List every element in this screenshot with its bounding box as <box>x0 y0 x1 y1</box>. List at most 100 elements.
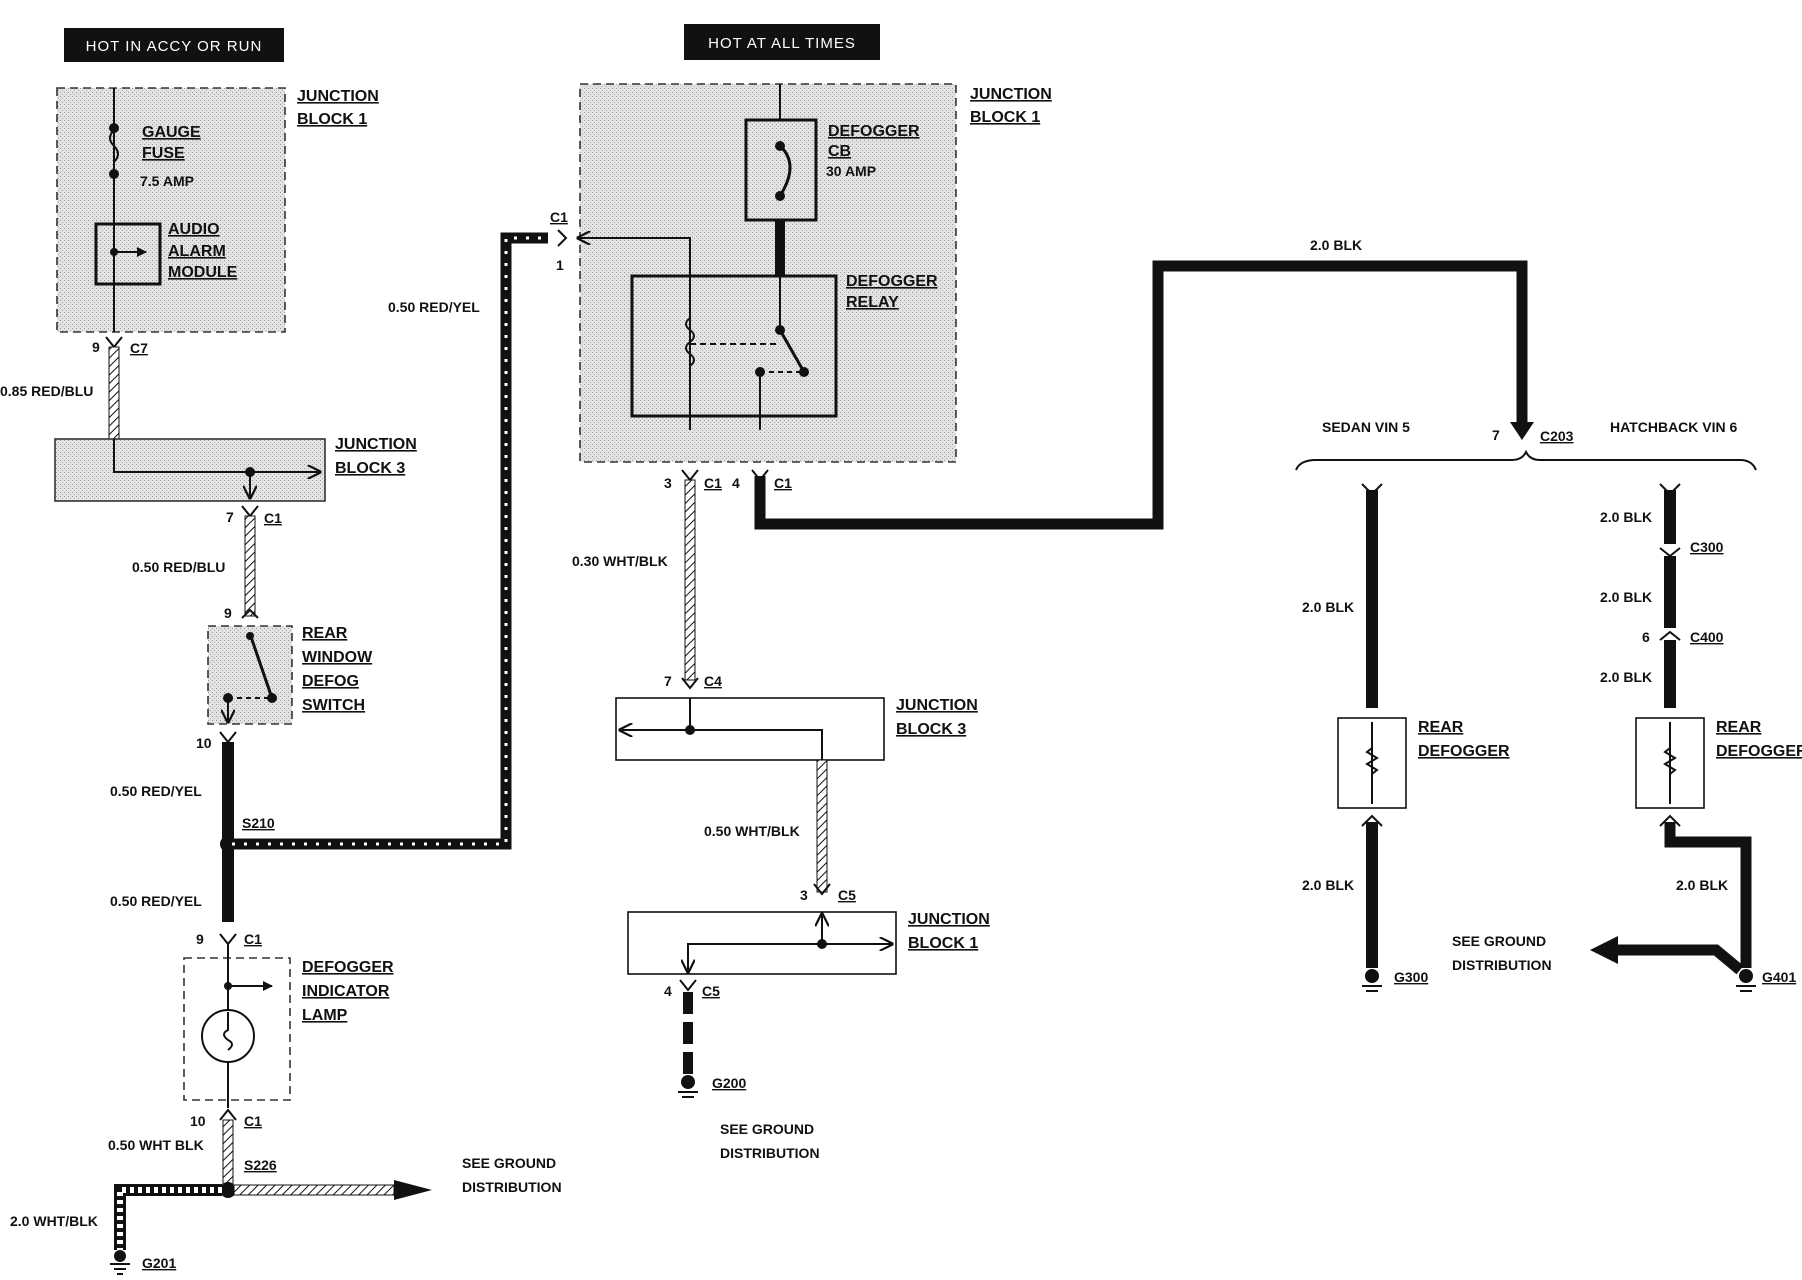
jb3-center-path <box>620 698 691 730</box>
wire-050-red-yel-long-stripe <box>232 236 548 846</box>
audio-alarm-label-3: MODULE <box>168 264 238 281</box>
rear-defogger-sedan-box <box>1337 717 1407 809</box>
connector-c1-pin3-label: C1 <box>704 475 722 491</box>
ground-g401-node <box>1739 969 1753 983</box>
connector-c5-bottom-label: C5 <box>702 983 720 999</box>
pin-9-switch: 9 <box>224 605 232 621</box>
ground-g300-node <box>1365 969 1379 983</box>
wire-050-red-yel-label-a: 0.50 RED/YEL <box>110 783 202 799</box>
connector-c4-symbol <box>681 677 699 690</box>
cb-bimetal <box>778 144 792 197</box>
jb3-center-out <box>690 729 823 760</box>
junction-block-3-left <box>54 438 326 502</box>
see-ground-left-2: DISTRIBUTION <box>462 1179 562 1195</box>
audio-alarm-module-box <box>94 222 162 286</box>
defogger-cb-rating: 30 AMP <box>826 163 876 179</box>
ground-g201-label: G201 <box>142 1255 176 1271</box>
switch-connector-top <box>241 608 259 619</box>
see-ground-left-1: SEE GROUND <box>462 1155 556 1171</box>
rear-window-defog-switch-label-3: DEFOG <box>302 673 359 690</box>
ground-g300-label: G300 <box>1394 969 1428 985</box>
hatch-connector-bottom <box>1659 814 1681 827</box>
wire-050-red-yel-a <box>222 742 234 922</box>
rear-window-defog-switch-label-2: WINDOW <box>302 649 373 666</box>
header-center-bg <box>684 24 880 60</box>
pin-10-lamp: 10 <box>190 1113 206 1129</box>
see-ground-right-2: DISTRIBUTION <box>1452 957 1552 973</box>
jb1-bottom-label-1: JUNCTION <box>908 911 990 928</box>
defogger-indicator-lamp-label-1: DEFOGGER <box>302 959 394 976</box>
hatchback-label: HATCHBACK VIN 6 <box>1610 419 1738 435</box>
see-ground-center-2: DISTRIBUTION <box>720 1145 820 1161</box>
gauge-fuse-symbol <box>109 129 119 163</box>
connector-c1-pin3-symbol <box>681 469 699 482</box>
connector-c4-label: C4 <box>704 673 722 689</box>
junction-block-1-bottom <box>627 911 897 975</box>
jb3-left-label-1: JUNCTION <box>335 436 417 453</box>
cb-node-bottom <box>775 191 785 201</box>
rear-window-defog-switch-label-4: SWITCH <box>302 697 365 714</box>
connector-c1-lamp-a: C1 <box>244 931 262 947</box>
lamp-connector-bottom <box>219 1108 237 1121</box>
connector-c5-top-symbol <box>813 883 831 896</box>
wire-050-red-yel-label-long: 0.50 RED/YEL <box>388 299 480 315</box>
see-ground-center-1: SEE GROUND <box>720 1121 814 1137</box>
variant-brace <box>1295 449 1757 471</box>
pin-3-c1-center: 3 <box>664 475 672 491</box>
audio-alarm-label-2: ALARM <box>168 243 226 260</box>
wire-050-wht-blk-label: 0.50 WHT/BLK <box>704 823 800 839</box>
rear-defogger-hatch-label-1: REAR <box>1716 719 1762 736</box>
wire-050-red-blu <box>244 515 256 617</box>
defogger-indicator-lamp-box <box>183 957 291 1101</box>
defogger-relay-box <box>630 274 838 418</box>
rear-defogger-sedan-label-1: REAR <box>1418 719 1464 736</box>
wire-085-red-blu-label: 0.85 RED/BLU <box>0 383 93 399</box>
wire-20-blk-hatch-c <box>1664 640 1676 708</box>
wire-085-red-blu <box>108 346 120 440</box>
connector-c1-pin4-label: C1 <box>774 475 792 491</box>
fuse-node-top <box>109 123 119 133</box>
relay-contact-right <box>799 367 809 377</box>
wire-cb-to-relay <box>775 220 785 276</box>
wire-050-red-blu-label: 0.50 RED/BLU <box>132 559 225 575</box>
header-center: HOT AT ALL TIMES <box>708 35 856 52</box>
rear-defogger-hatch-label-2: DEFOGGER <box>1716 743 1802 760</box>
pin-9-lamp: 9 <box>196 931 204 947</box>
rear-defogger-sedan-label-2: DEFOGGER <box>1418 743 1510 760</box>
connector-c1-center-top: C1 <box>550 209 568 225</box>
wire-20-blk-sedan-label-a: 2.0 BLK <box>1302 599 1354 615</box>
jb1-bottom-label-2: BLOCK 1 <box>908 935 978 952</box>
pin-1-c1: 1 <box>556 257 564 273</box>
pin-7-c4: 7 <box>664 673 672 689</box>
c203-arrowhead <box>1510 422 1534 440</box>
wire-20-blk-hatch-a <box>1664 490 1676 544</box>
header-left-bg <box>64 28 284 62</box>
defogger-cb-label-2: CB <box>828 143 851 160</box>
see-ground-right-1: SEE GROUND <box>1452 933 1546 949</box>
gauge-fuse-label-1: GAUGE <box>142 124 201 141</box>
wire-20-blk-main <box>754 260 1528 530</box>
defogger-indicator-lamp-label-3: LAMP <box>302 1007 348 1024</box>
connector-c1-left-a: C1 <box>264 510 282 526</box>
switch-connector-bottom <box>219 731 237 744</box>
connector-c7-label: C7 <box>130 340 148 356</box>
wire-20-wht-blk-g201 <box>117 1187 222 1250</box>
jb1-left-label-1: JUNCTION <box>297 88 379 105</box>
junction-block-1-center <box>579 83 957 463</box>
wire-g401-ground-run <box>1612 944 1744 975</box>
rear-defogger-sedan-resistor <box>1365 747 1379 775</box>
ground-distribution-arrow-right <box>1590 936 1618 964</box>
connector-c5-bottom-symbol <box>679 979 697 992</box>
jb1-center-label-2: BLOCK 1 <box>970 109 1040 126</box>
defogger-cb-label-1: DEFOGGER <box>828 123 920 140</box>
wire-050-red-yel-label-b: 0.50 RED/YEL <box>110 893 202 909</box>
relay-contact-arm <box>778 329 806 373</box>
connector-c1-center-symbol <box>557 229 568 247</box>
jb3-left-label-2: BLOCK 3 <box>335 460 405 477</box>
rear-window-defog-switch-box <box>207 625 293 725</box>
connector-c1-lamp-b: C1 <box>244 1113 262 1129</box>
switch-contact-1 <box>246 632 254 640</box>
jb3-center-label-2: BLOCK 3 <box>896 721 966 738</box>
switch-arm <box>248 633 274 699</box>
wire-relay-to-c1-pin1 <box>578 238 691 276</box>
